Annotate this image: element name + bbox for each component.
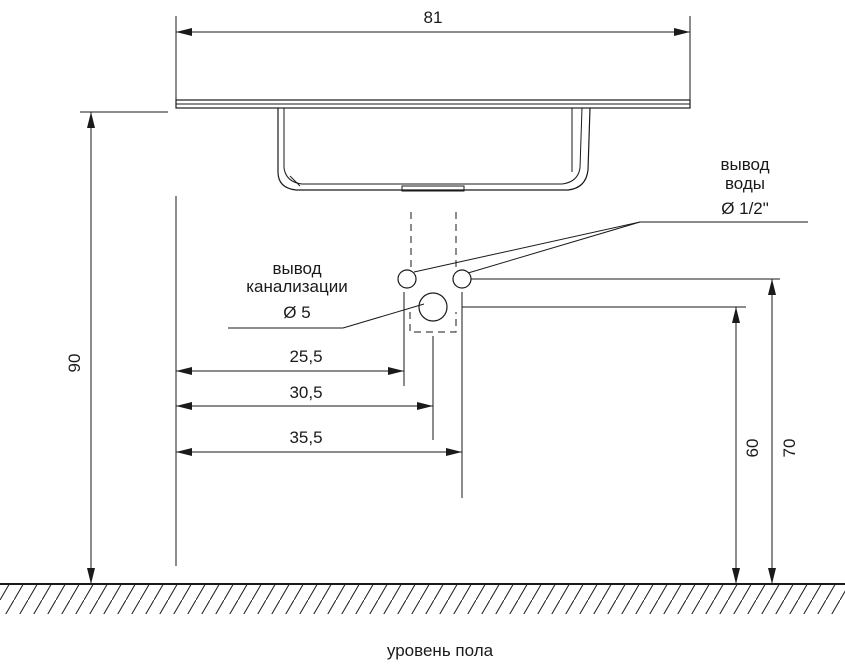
floor [0, 583, 845, 614]
sewer-outlet-callout: вывод канализации Ø 5 [228, 259, 425, 329]
sewer-outlet [418, 292, 448, 322]
dimension-water-from-left: 35,5 [176, 428, 462, 456]
dimension-width-label: 81 [424, 8, 443, 27]
sink [175, 99, 691, 192]
water-outlet-left [397, 269, 417, 289]
sink-drain-fitting [401, 185, 465, 192]
sink-bowl [277, 107, 591, 191]
dimension-water-height-label: 70 [780, 439, 799, 458]
sewer-outlet-diameter-label: Ø 5 [283, 303, 310, 322]
dimension-drain-height: 60 [462, 306, 762, 584]
water-outlet-diameter-label: Ø 1/2" [721, 199, 769, 218]
dimension-height-total: 90 [65, 111, 168, 584]
dimension-water-height: 70 [471, 278, 799, 584]
dimension-water-from-left-label: 35,5 [289, 428, 322, 447]
dimension-width: 81 [175, 8, 691, 100]
dimension-drain-height-label: 60 [743, 439, 762, 458]
water-outlet-label-2: воды [725, 174, 765, 193]
dimension-drain-from-left: 25,5 [176, 347, 404, 375]
dimension-drain-from-left-label: 25,5 [289, 347, 322, 366]
dimension-drain-center-from-left-label: 30,5 [289, 383, 322, 402]
floor-level-label: уровень пола [387, 641, 494, 660]
dimension-height-total-label: 90 [65, 354, 84, 373]
dimension-drain-center-from-left: 30,5 [176, 383, 433, 410]
sewer-outlet-label-1: вывод [272, 259, 321, 278]
water-outlet-callout: вывод воды Ø 1/2" [413, 155, 808, 274]
sewer-outlet-label-2: канализации [246, 277, 348, 296]
water-outlet-label-1: вывод [720, 155, 769, 174]
